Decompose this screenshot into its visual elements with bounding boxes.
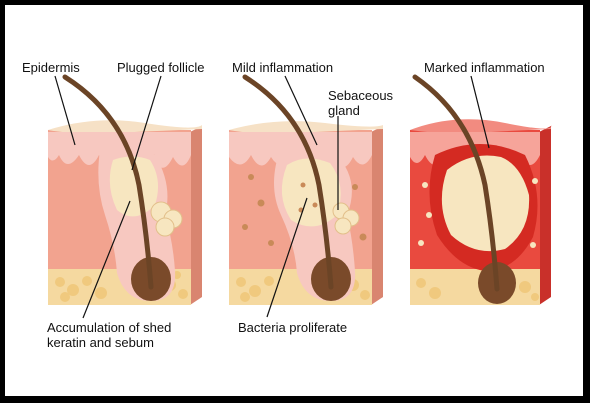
keratin-plug — [109, 156, 159, 217]
panel-plugged-follicle — [48, 74, 202, 305]
panel-marked-inflammation — [410, 74, 552, 305]
bacteria-dots — [242, 174, 367, 246]
hair-shaft — [242, 74, 334, 290]
label-marked-inflammation: Marked inflammation — [424, 60, 545, 75]
acne-stages-illustration — [48, 74, 552, 319]
sebaceous-gland — [332, 202, 360, 235]
label-mild-inflammation: Mild inflammation — [232, 60, 334, 75]
label-accumulation: Accumulation of shed keratin and sebum — [47, 320, 172, 350]
sebaceous-gland — [150, 201, 183, 237]
skin-block-side — [190, 126, 202, 305]
subcutaneous-fat — [410, 269, 540, 305]
leader-lines — [54, 75, 490, 319]
keratin-plug — [281, 158, 341, 227]
skin-surface — [48, 120, 202, 134]
label-plugged-follicle: Plugged follicle — [117, 60, 205, 75]
diagram-frame: Epidermis Plugged follicle Mild inflamma… — [5, 5, 583, 396]
bacteria-dots — [418, 178, 538, 248]
label-sebaceous-gland: Sebaceous gland — [328, 88, 394, 118]
label-epidermis: Epidermis — [22, 60, 80, 75]
hair-shaft — [62, 74, 154, 290]
label-bacteria-proliferate: Bacteria proliferate — [238, 320, 348, 335]
hair-shaft — [412, 74, 500, 292]
